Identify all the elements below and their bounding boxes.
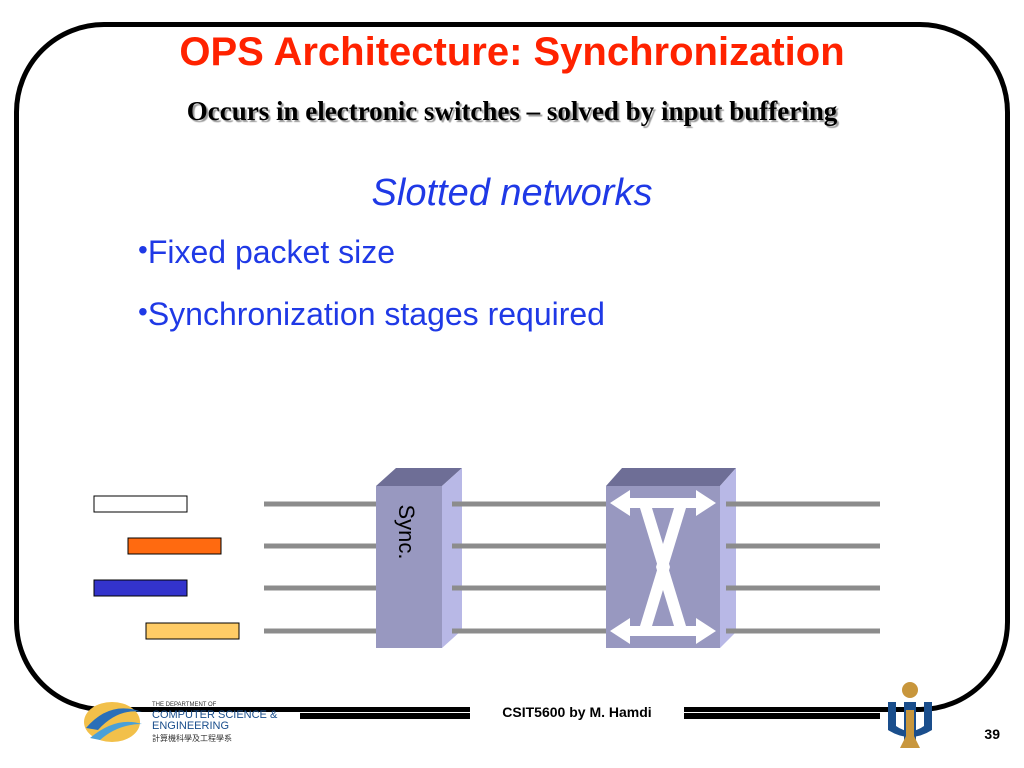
slide-subtitle: Occurs in electronic switches – solved b… <box>186 96 838 126</box>
sync-label: Sync. <box>394 504 419 559</box>
footer-text: CSIT5600 by M. Hamdi <box>470 704 684 720</box>
logo-line1: THE DEPARTMENT OF <box>152 702 217 708</box>
bullet-marker: • <box>138 234 148 265</box>
logo-line4: 計算機科學及工程學系 <box>152 733 232 743</box>
packet-white <box>93 495 188 513</box>
logo-line2: COMPUTER SCIENCE & <box>152 709 278 721</box>
packet-blue <box>93 579 188 597</box>
sync-block <box>376 468 462 648</box>
middle-lines <box>452 501 606 634</box>
bullet-item: •Fixed packet size <box>138 234 395 271</box>
output-lines <box>726 501 880 634</box>
packet-yellow <box>145 622 240 640</box>
crossbar-arrows-icon <box>610 490 716 644</box>
footer-rule-right <box>684 713 880 719</box>
input-lines <box>264 501 376 634</box>
page-number: 39 <box>984 726 1000 742</box>
university-emblem <box>888 682 932 748</box>
bullet-marker: • <box>138 296 148 327</box>
section-heading: Slotted networks <box>371 172 653 214</box>
footer-rule-left <box>300 713 470 719</box>
packet-orange <box>127 537 222 555</box>
logo-line3: ENGINEERING <box>152 720 229 732</box>
bullet-text: Fixed packet size <box>147 234 396 270</box>
slide-title: OPS Architecture: Synchronization <box>179 30 845 74</box>
bullet-text: Synchronization stages required <box>147 296 605 332</box>
department-logo: THE DEPARTMENT OF COMPUTER SCIENCE & ENG… <box>84 702 278 743</box>
bullet-item: •Synchronization stages required <box>138 296 605 333</box>
